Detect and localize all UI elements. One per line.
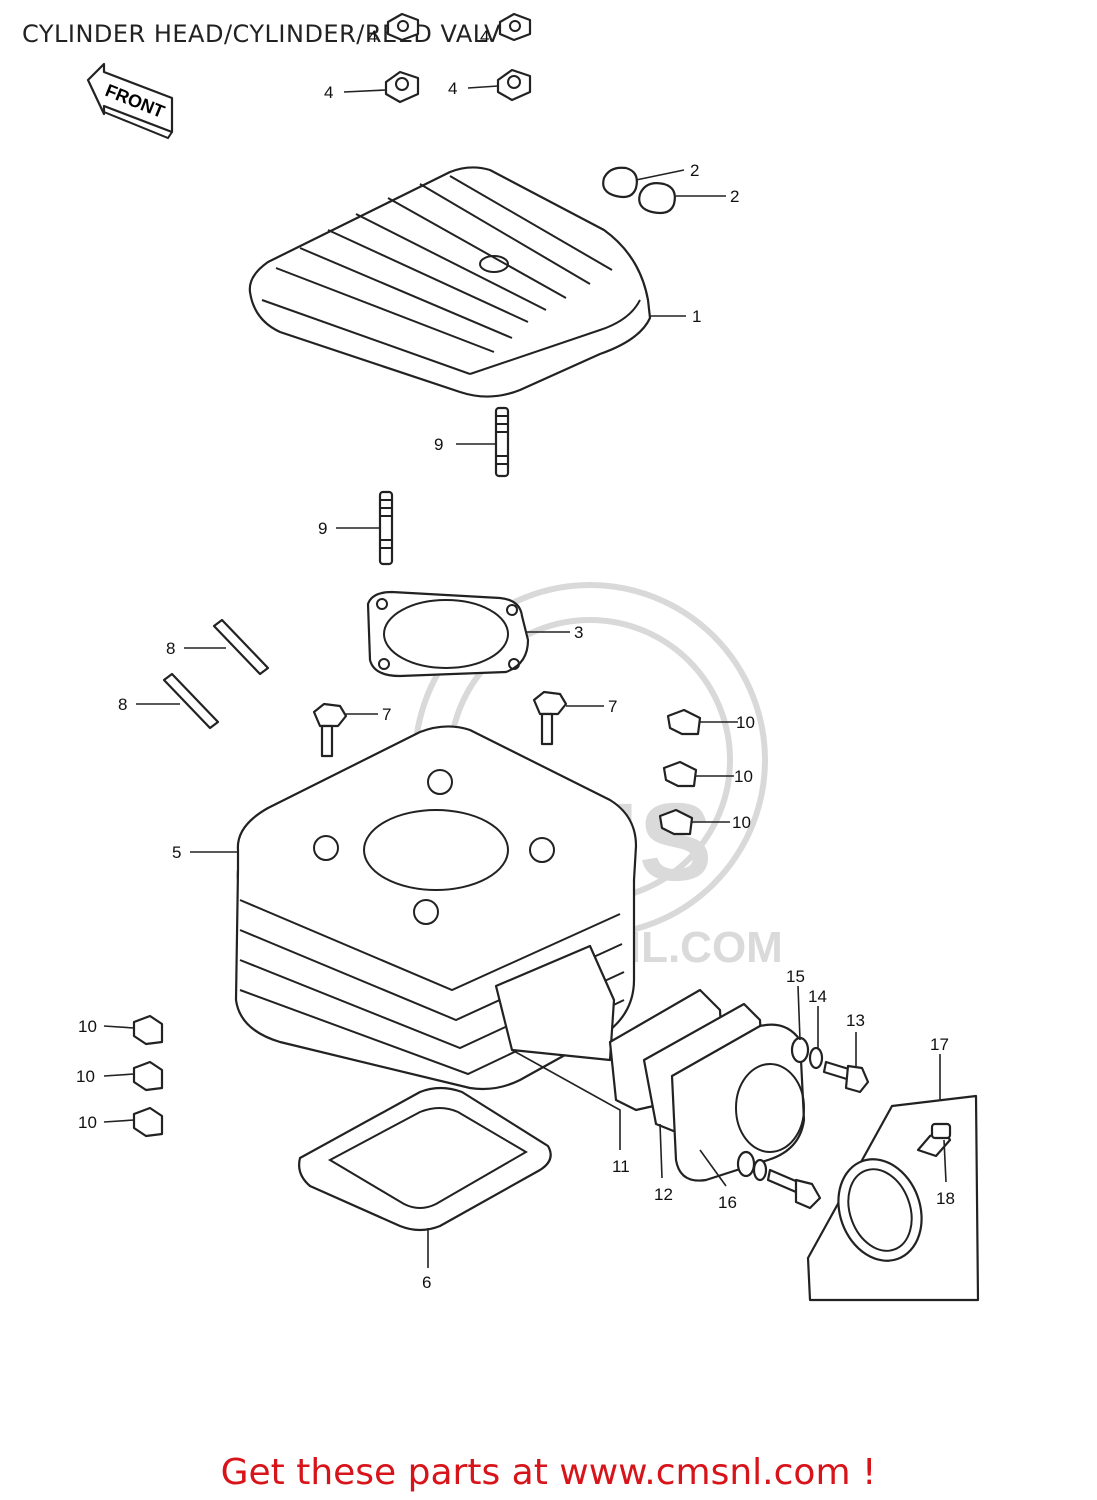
- callout-2: 2: [730, 187, 739, 206]
- callout-4: 4: [448, 79, 457, 98]
- head-gasket: [366, 590, 530, 678]
- base-gasket: [298, 1086, 552, 1232]
- callout-11: 11: [612, 1157, 630, 1176]
- footer-promo-text: Get these parts at www.cmsnl.com !: [220, 1452, 877, 1493]
- page-title: CYLINDER HEAD/CYLINDER/REED VALV: [22, 20, 501, 48]
- callout-numbers: 1 2 2 3 4 4 4 4 5 6 7 7 8 8 9 9 10 10 10…: [76, 27, 955, 1292]
- callout-16: 16: [718, 1193, 737, 1212]
- callout-8: 8: [166, 639, 175, 658]
- callout-2: 2: [690, 161, 699, 180]
- callout-12: 12: [654, 1185, 673, 1204]
- callout-3: 3: [574, 623, 583, 642]
- callout-15: 15: [786, 967, 805, 986]
- callout-10: 10: [734, 767, 753, 786]
- callout-5: 5: [172, 843, 181, 862]
- cap-2: [602, 166, 676, 215]
- stud-9: [378, 406, 510, 566]
- cap-10-left: [132, 1014, 164, 1138]
- callout-1: 1: [692, 307, 701, 326]
- bolt-7: [312, 690, 568, 758]
- callout-10: 10: [76, 1067, 95, 1086]
- callout-7: 7: [382, 705, 391, 724]
- leader-lines: [103, 85, 947, 1268]
- callout-9: 9: [318, 519, 327, 538]
- callout-18: 18: [936, 1189, 955, 1208]
- callout-9: 9: [434, 435, 443, 454]
- exploded-parts-diagram: CMS WWW.CMSNL.COM FRONT: [76, 12, 980, 1302]
- callout-17: 17: [930, 1035, 949, 1054]
- callout-14: 14: [808, 987, 827, 1006]
- stud-8: [162, 618, 270, 730]
- bolt-13: [766, 1060, 870, 1210]
- reed-valve-assembly: [494, 944, 806, 1182]
- nut-4: [384, 12, 532, 104]
- callout-13: 13: [846, 1011, 865, 1030]
- callout-10: 10: [78, 1113, 97, 1132]
- cap-10-right: [658, 708, 702, 836]
- callout-10: 10: [736, 713, 755, 732]
- callout-8: 8: [118, 695, 127, 714]
- callout-7: 7: [608, 697, 617, 716]
- callout-4: 4: [480, 27, 489, 46]
- front-arrow: FRONT: [86, 62, 174, 140]
- cylinder-head: [248, 166, 652, 398]
- callout-4: 4: [324, 83, 333, 102]
- callout-10: 10: [78, 1017, 97, 1036]
- callout-4: 4: [368, 27, 377, 46]
- washer-14: [752, 1046, 824, 1182]
- callout-6: 6: [422, 1273, 431, 1292]
- callout-10: 10: [732, 813, 751, 832]
- clamp-kit: [806, 1094, 980, 1302]
